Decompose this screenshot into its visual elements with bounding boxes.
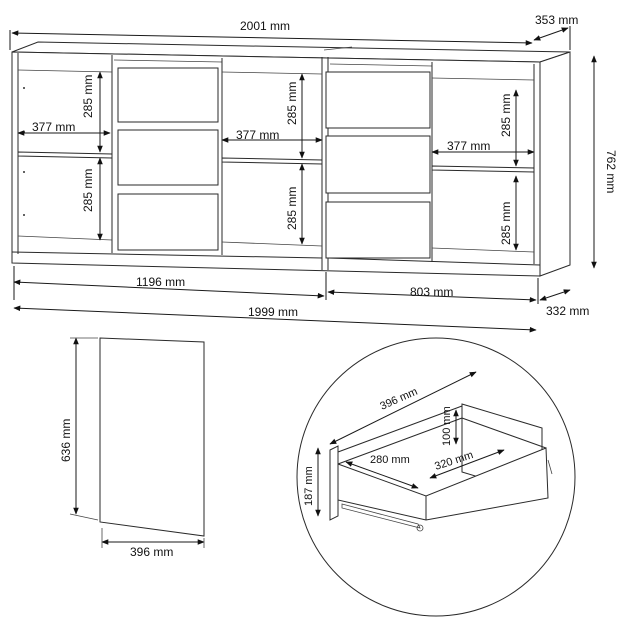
drawer-front-5 (325, 135, 431, 194)
label-depth-top: 353 mm (535, 13, 578, 27)
drawer-detail-view: 396 mm 100 mm 280 mm 320 mm 187 mm (296, 337, 576, 617)
label-front-height: 636 mm (59, 419, 73, 462)
drawer-front-2 (117, 129, 219, 186)
label-shelf-height-bottom-1: 285 mm (81, 169, 95, 212)
label-drawer-inner-depth: 280 mm (370, 454, 410, 466)
label-depth-bottom: 332 mm (546, 304, 589, 318)
label-width-bottom: 1999 mm (248, 305, 298, 319)
label-right-section-width: 803 mm (410, 285, 453, 299)
sideboard-drawing (11, 41, 571, 277)
label-front-width: 396 mm (130, 545, 173, 559)
dim-middle-shelf-heights: 285 mm 285 mm 377 mm (221, 73, 323, 245)
label-shelf-height-top-1: 285 mm (81, 75, 95, 118)
label-drawer-inner-height: 100 mm (441, 406, 453, 446)
dim-height-total: 762 mm (591, 55, 618, 269)
label-shelf-width-3: 377 mm (447, 139, 490, 153)
dim-depth-top: 353 mm (533, 13, 578, 50)
dim-section-widths: 1196 mm 803 mm 1999 mm 332 mm (13, 266, 589, 333)
dim-width-top: 2001 mm (9, 19, 533, 50)
label-shelf-height-top-3: 285 mm (499, 94, 513, 137)
label-shelf-width-2: 377 mm (236, 128, 279, 142)
drawer-front-1 (117, 67, 219, 123)
dim-left-shelf-heights: 285 mm 285 mm 377 mm (17, 71, 111, 241)
front-panel-drawing: 636 mm 396 mm (59, 337, 205, 559)
label-drawer-length: 396 mm (378, 386, 419, 413)
label-shelf-height-top-2: 285 mm (285, 82, 299, 125)
label-shelf-height-bottom-2: 285 mm (285, 187, 299, 230)
label-drawer-front-height: 187 mm (303, 466, 315, 506)
dim-right-shelf-heights: 285 mm 285 mm 377 mm (431, 89, 535, 251)
label-height-total: 762 mm (604, 150, 618, 193)
drawer-front-6 (325, 201, 431, 259)
label-shelf-width-1: 377 mm (32, 120, 75, 134)
label-left-section-width: 1196 mm (136, 275, 185, 289)
label-shelf-height-bottom-3: 285 mm (499, 202, 513, 245)
drawer-front-3 (117, 193, 219, 251)
label-width-top: 2001 mm (240, 19, 290, 33)
drawer-front-4 (325, 71, 431, 129)
sideboard-right-side (539, 51, 571, 277)
